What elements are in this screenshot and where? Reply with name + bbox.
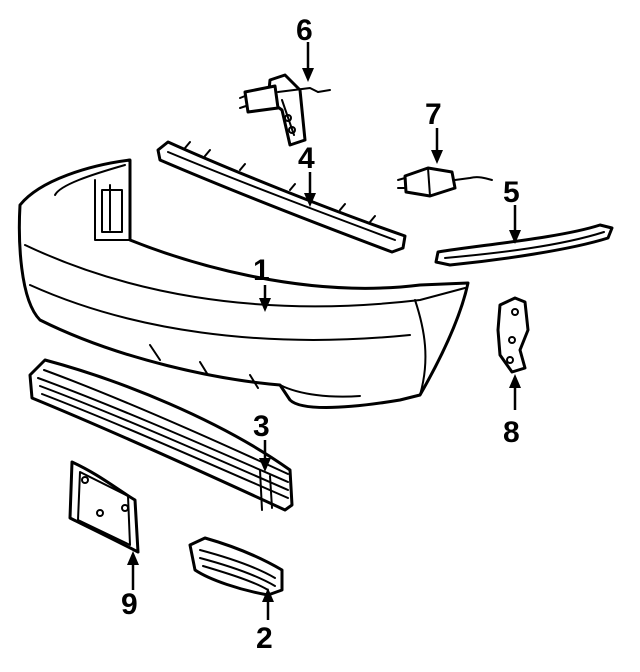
callout-7[interactable]: 7 xyxy=(425,98,442,131)
callout-8[interactable]: 8 xyxy=(503,416,520,449)
part-license-bracket[interactable] xyxy=(68,460,140,554)
leader-7 xyxy=(431,128,443,164)
part-fog-lamp-cover[interactable] xyxy=(188,536,284,597)
leader-6 xyxy=(302,42,314,82)
callout-4[interactable]: 4 xyxy=(298,142,315,175)
part-bumper-cover[interactable] xyxy=(17,158,470,409)
leader-3 xyxy=(259,440,271,472)
leader-8 xyxy=(509,374,521,410)
part-side-bracket[interactable] xyxy=(496,296,530,374)
part-lamp-bracket[interactable] xyxy=(239,73,331,147)
callout-9[interactable]: 9 xyxy=(121,588,138,621)
part-lamp-socket[interactable] xyxy=(397,166,493,198)
leader-4 xyxy=(304,172,316,207)
callout-2[interactable]: 2 xyxy=(256,622,273,655)
leader-5 xyxy=(509,205,521,244)
leader-2 xyxy=(262,588,274,620)
leader-9 xyxy=(127,551,139,590)
callout-6[interactable]: 6 xyxy=(296,14,313,47)
leader-1 xyxy=(259,285,271,312)
part-upper-reinforcement[interactable] xyxy=(156,140,407,254)
callout-1[interactable]: 1 xyxy=(253,254,270,287)
part-side-molding[interactable] xyxy=(434,223,614,267)
callout-3[interactable]: 3 xyxy=(253,410,270,443)
part-grille[interactable] xyxy=(28,358,294,512)
callout-5[interactable]: 5 xyxy=(503,176,520,209)
